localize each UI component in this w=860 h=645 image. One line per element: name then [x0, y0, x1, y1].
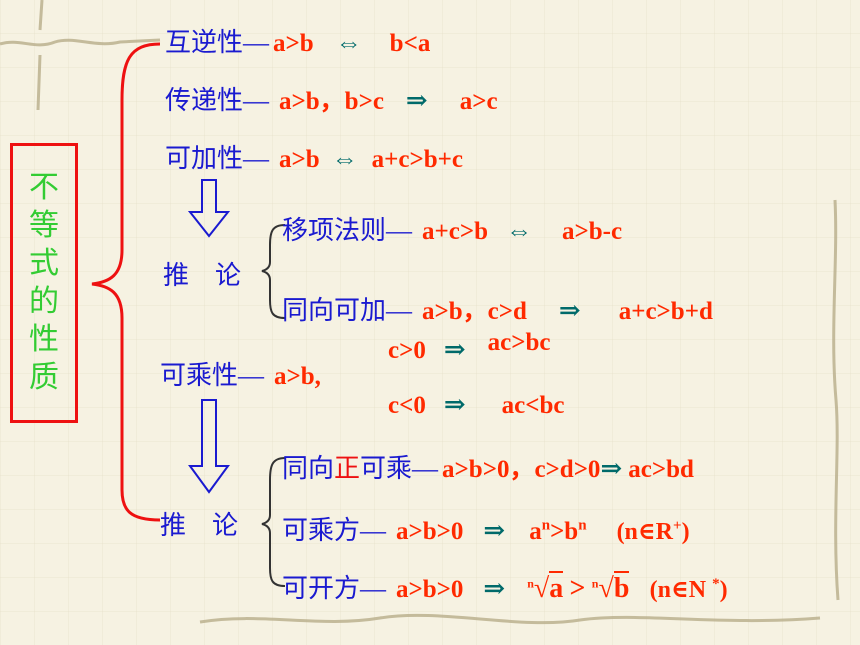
condition: c<0	[388, 392, 426, 419]
row-same-direction-positive-multiply: 同向正可乘— a>b>0，c>d>0⇒ac>bd	[282, 448, 694, 485]
conclusion: b<a	[389, 30, 431, 57]
row-label: 移项法则—	[282, 216, 413, 245]
implies-symbol: ⇒	[600, 454, 623, 483]
row-additivity: 可加性— a>b ⇔ a+c>b+c	[165, 138, 463, 175]
premise: a>b	[273, 30, 314, 57]
row-transitivity: 传递性— a>b，b>c ⇒ a>c	[165, 80, 498, 117]
corollary-label: 推 论	[160, 511, 239, 540]
corollary-label: 推 论	[163, 261, 242, 290]
conclusion: a>b-c	[562, 218, 623, 245]
row-label: 可开方—	[282, 574, 387, 603]
conclusion: ac<bc	[501, 392, 565, 419]
implies-symbol: ⇒	[558, 296, 581, 325]
conclusion: a+c>b+d	[618, 298, 713, 325]
row-label: 可乘性—	[160, 361, 265, 390]
conclusion: a>c	[459, 88, 498, 115]
iff-symbol: ⇔	[335, 28, 362, 57]
title-char: 不	[29, 170, 59, 205]
condition: c>0	[388, 337, 426, 364]
implies-symbol: ⇒	[483, 516, 506, 545]
title-char: 性	[29, 322, 59, 357]
row-multiplicativity: 可乘性— a>b,	[160, 355, 321, 392]
row-label-highlight: 正	[334, 454, 361, 483]
title-box: 不 等 式 的 性 质	[10, 143, 78, 423]
premise: a>b	[279, 146, 320, 173]
title-char: 的	[29, 284, 59, 319]
conclusion: a+c>b+c	[371, 146, 464, 173]
iff-symbol: ⇔	[331, 144, 358, 173]
row-reciprocity: 互逆性— a>b ⇔ b<a	[165, 22, 430, 59]
premise: a>b，b>c	[279, 88, 384, 115]
title-char: 等	[29, 208, 59, 243]
row-label-pre: 同向	[282, 454, 335, 483]
row-label-post: 可乘—	[360, 454, 439, 483]
row-label: 传递性—	[165, 86, 270, 115]
row-same-direction-add: 同向可加— a>b，c>d ⇒ a+c>b+d	[282, 290, 713, 327]
title-char: 式	[29, 246, 59, 281]
premise: a>b>0	[396, 576, 464, 603]
premise: a+c>b	[422, 218, 489, 245]
power-conclusion: an>bn	[529, 517, 587, 545]
root-conclusion: n√a > n√b	[527, 571, 630, 604]
power-condition: (n∈R+)	[616, 518, 690, 545]
premise: a>b,	[274, 363, 321, 390]
conclusion: ac>bc	[487, 329, 551, 356]
implies-symbol: ⇒	[443, 335, 466, 364]
row-label: 互逆性—	[165, 28, 270, 57]
implies-symbol: ⇒	[405, 86, 428, 115]
row-root: 可开方— a>b>0 ⇒ n√a > n√b (n∈N *)	[282, 568, 728, 605]
row-label: 可乘方—	[282, 516, 387, 545]
premise: a>b>0，c>d>0	[442, 456, 601, 483]
conclusion: ac>bd	[628, 456, 694, 483]
iff-symbol: ⇔	[506, 216, 533, 245]
premise: a>b>0	[396, 518, 464, 545]
premise: a>b，c>d	[422, 298, 527, 325]
case-positive: c>0 ⇒ ac>bc	[388, 329, 550, 365]
title-char: 质	[29, 360, 59, 395]
implies-symbol: ⇒	[483, 574, 506, 603]
row-power: 可乘方— a>b>0 ⇒ an>bn (n∈R+)	[282, 510, 690, 547]
case-negative: c<0 ⇒ ac<bc	[388, 390, 564, 420]
row-label: 可加性—	[165, 144, 270, 173]
row-transposition: 移项法则— a+c>b ⇔ a>b-c	[282, 210, 622, 247]
row-label: 同向可加—	[282, 296, 413, 325]
implies-symbol: ⇒	[443, 390, 466, 419]
root-condition: (n∈N *)	[649, 576, 728, 603]
